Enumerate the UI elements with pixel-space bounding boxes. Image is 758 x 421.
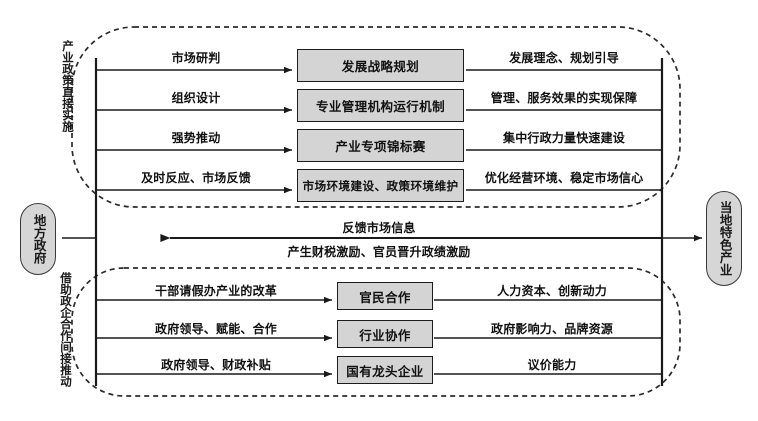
feedback-label-top: 反馈市场信息 [342,221,416,235]
process-box-upper-2[interactable]: 专业管理机构运行机制 [297,89,464,122]
lower-group-caption: 借助政企合作间接推动 [58,272,71,387]
input-label-upper-2: 组织设计 [171,91,221,105]
process-box-lower-3[interactable]: 国有龙头企业 [337,356,433,384]
input-label-upper-1: 市场研判 [171,51,221,65]
process-box-upper-4[interactable]: 市场环境建设、政策环境维护 [297,169,464,202]
process-box-upper-1[interactable]: 发展战略规划 [297,49,464,82]
process-box-upper-3[interactable]: 产业专项锦标赛 [297,129,464,162]
node-right-actor-label: 当地特色产业 [717,201,732,276]
input-label-upper-3: 强势推动 [171,131,221,145]
input-label-upper-4: 及时反应、市场反馈 [141,171,251,185]
feedback-label-bottom: 产生财税激励、官员晋升政绩激励 [287,245,471,259]
output-label-lower-2: 政府影响力、品牌资源 [490,322,614,336]
node-left-actor[interactable]: 地方政府 [20,203,56,275]
upper-group-boundary [71,26,681,208]
process-box-lower-2[interactable]: 行业协作 [337,320,433,348]
input-label-lower-2: 政府领导、赋能、合作 [154,322,278,336]
output-label-upper-4: 优化经营环境、稳定市场信心 [484,171,644,185]
input-label-lower-3: 政府领导、财政补贴 [161,358,271,372]
node-right-actor[interactable]: 当地特色产业 [706,191,742,286]
output-label-upper-1: 发展理念、规划引导 [509,51,619,65]
node-left-actor-label: 地方政府 [31,214,46,264]
output-label-upper-3: 集中行政力量快速建设 [502,131,626,145]
upper-group-caption: 产业政策直接实施 [60,40,73,132]
output-label-upper-2: 管理、服务效果的实现保障 [490,91,638,105]
input-label-lower-1: 干部请假办产业的改革 [154,284,278,298]
output-label-lower-3: 议价能力 [527,358,577,372]
process-box-lower-1[interactable]: 官民合作 [337,282,433,310]
output-label-lower-1: 人力资本、创新动力 [497,284,607,298]
lower-group-boundary [71,267,681,397]
